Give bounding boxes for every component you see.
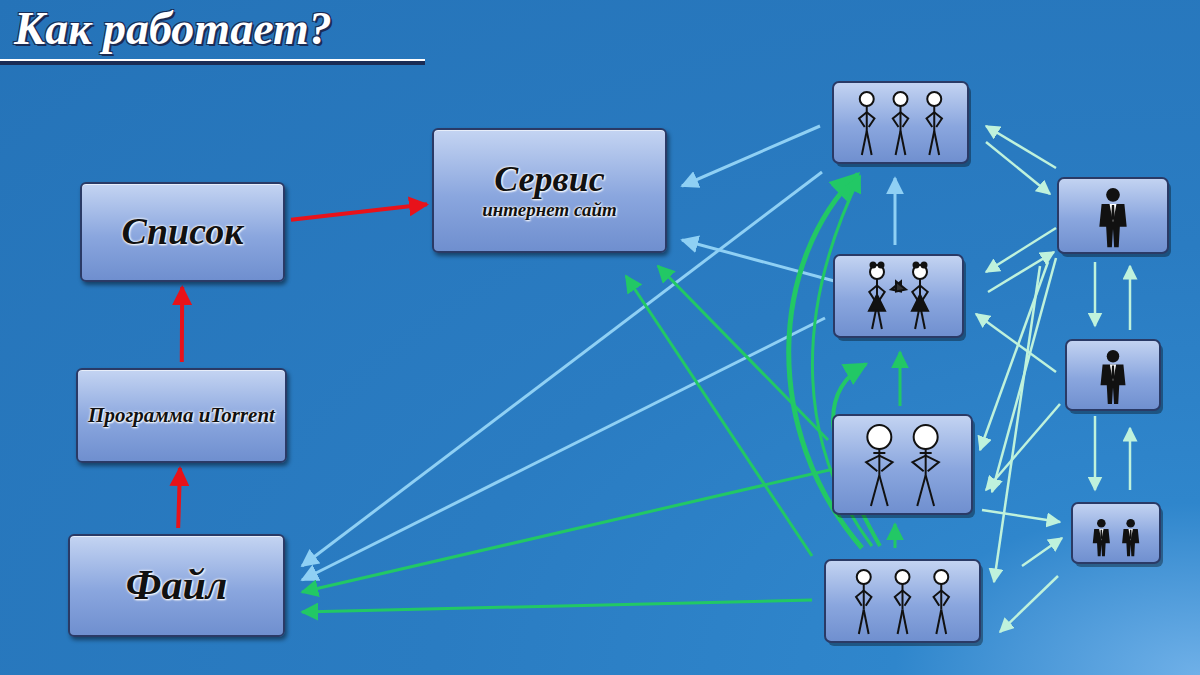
peer-box	[833, 82, 971, 167]
peer-boxes	[825, 82, 1171, 646]
title-underline	[0, 61, 425, 65]
peer-box	[825, 560, 983, 646]
peer-box	[1058, 178, 1171, 257]
diagram-title: Как работает?	[14, 2, 332, 55]
title-underline	[0, 59, 425, 61]
peer-box	[833, 415, 975, 518]
node-title: Файл	[126, 562, 228, 608]
program-box: Программа uTorrent	[76, 368, 287, 463]
flow-arrow	[178, 468, 180, 528]
file-box: Файл	[68, 534, 285, 637]
list-box: Список	[80, 182, 285, 282]
service-box: Сервисинтернет сайт	[432, 128, 667, 253]
peer-box	[1066, 340, 1163, 414]
flow-arrow	[180, 287, 184, 362]
peer-arrows	[302, 126, 1130, 632]
node-subtitle: интернет сайт	[482, 200, 617, 221]
peer-box	[834, 255, 966, 341]
node-title: Программа uTorrent	[88, 404, 275, 427]
node-title: Сервис	[494, 160, 604, 200]
peer-box	[1072, 503, 1163, 567]
flow-arrow	[291, 204, 427, 219]
node-title: Список	[122, 211, 244, 253]
